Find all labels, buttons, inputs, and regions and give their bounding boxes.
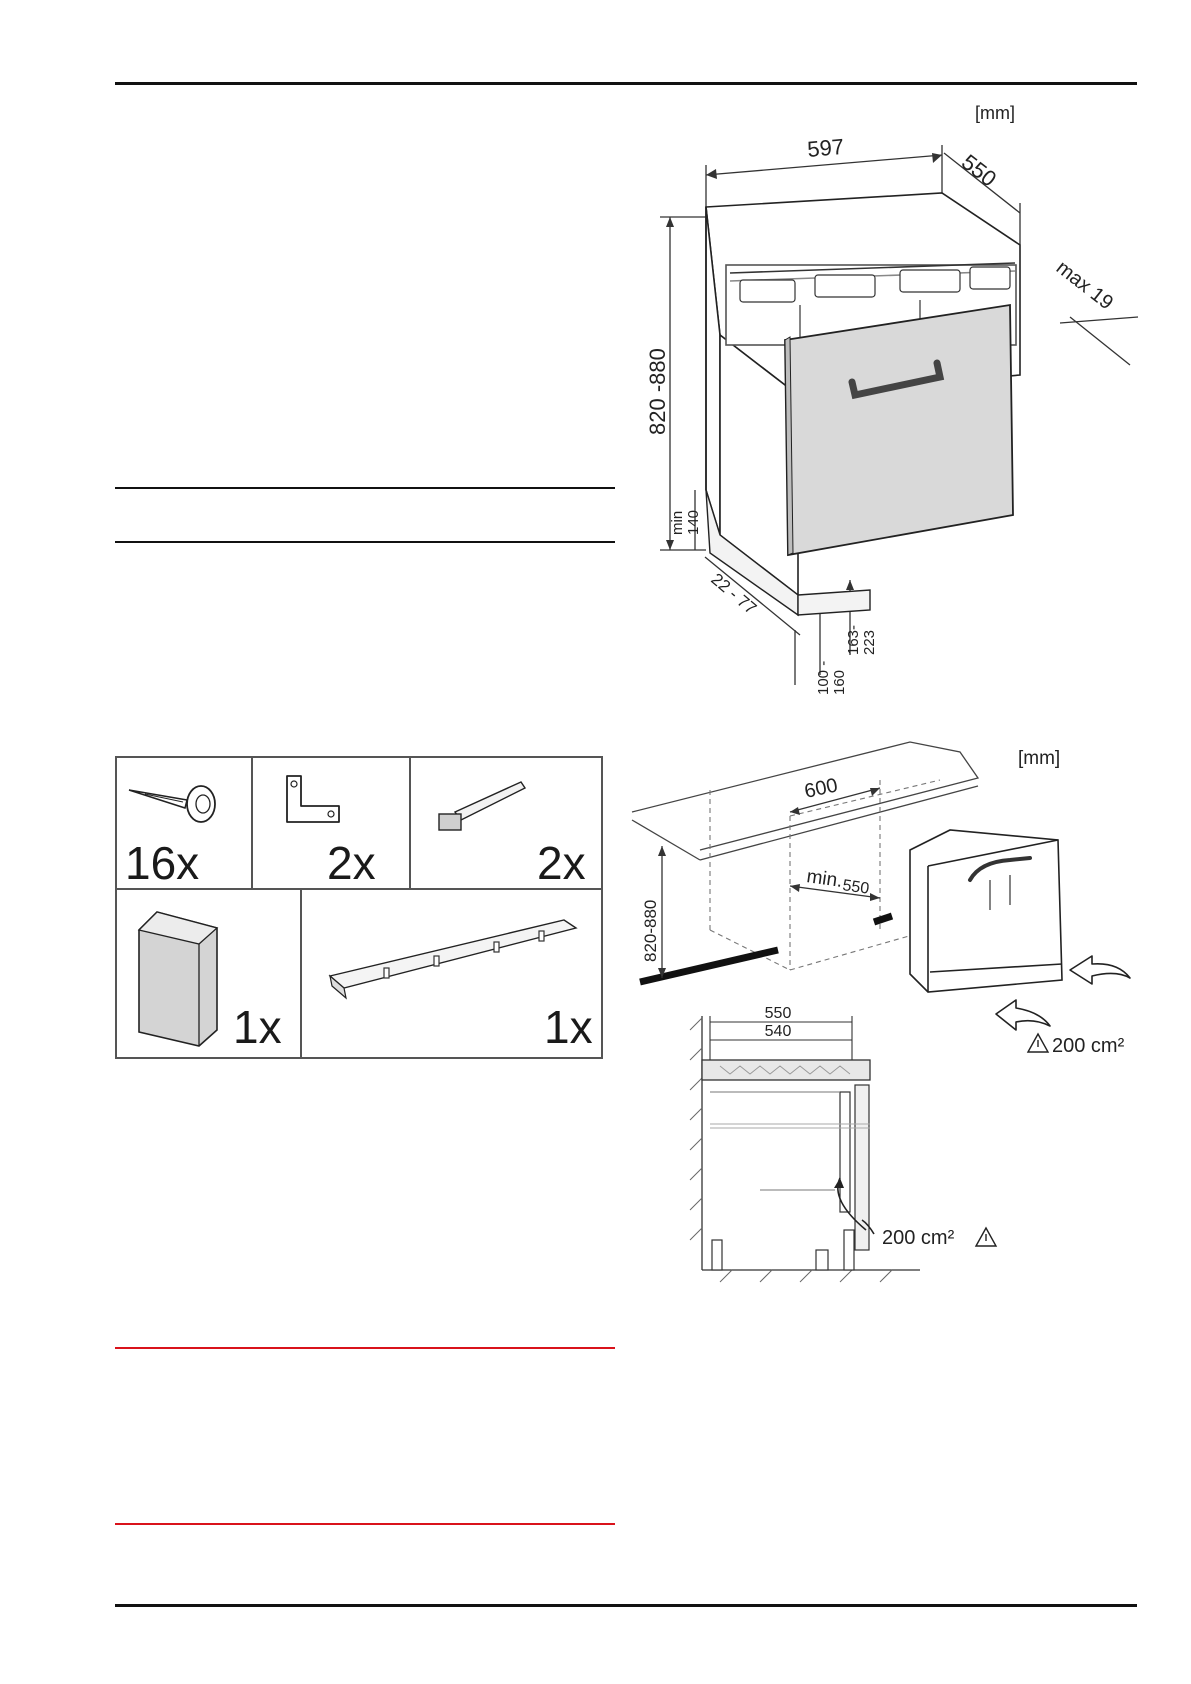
parts-qty-box: 1x — [233, 1001, 282, 1053]
section-rule-bottom — [115, 541, 615, 543]
height-dimension: 820 -880 — [645, 348, 670, 435]
box-icon — [137, 911, 219, 1047]
parts-cell-screws: 16x — [117, 758, 251, 888]
vent-area-bottom: 200 cm² — [882, 1227, 955, 1249]
parts-qty-brackets: 2x — [327, 837, 376, 889]
plinth-min-value: 140 — [685, 510, 702, 535]
vent-area-top: 200 cm² — [1052, 1035, 1125, 1057]
clip-icon — [438, 781, 527, 831]
unit-label-bottom: [mm] — [1018, 748, 1060, 769]
niche-depth-value: 550 — [841, 877, 870, 898]
parts-cell-clips: 2x — [411, 758, 603, 888]
wall-hatching — [689, 1017, 893, 1283]
toe-kick-a-line1: 100 - — [815, 661, 832, 695]
airflow-arrows-icon — [995, 955, 1131, 1031]
furniture-panel — [784, 303, 1014, 557]
parts-qty-screws: 16x — [125, 837, 200, 889]
section-rule-top — [115, 487, 615, 489]
toe-kick-b-line2: 223 — [861, 630, 878, 655]
footer-rule — [115, 1604, 1137, 1607]
unit-label: [mm] — [975, 103, 1015, 123]
niche-installation-figure: [mm] 600 min. 550 820-880 — [631, 741, 1131, 1283]
header-rule — [115, 82, 1137, 85]
width-dimension: 597 — [806, 134, 845, 162]
warning-icon-bottom — [974, 1226, 998, 1247]
appliance-dimension-figure: [mm] 597 550 820 -880 max 19 min — [645, 103, 1139, 695]
warning-rule-bottom — [115, 1523, 615, 1525]
trim-strip-icon — [328, 919, 578, 1000]
parts-qty-clips: 2x — [537, 837, 586, 889]
plinth-min-label: min — [669, 511, 686, 535]
toe-kick-b-line1: 163- — [845, 625, 862, 655]
angle-bracket-icon — [286, 775, 340, 823]
door-handle — [848, 359, 945, 400]
niche-height: 820-880 — [641, 900, 660, 962]
parts-cell-brackets: 2x — [253, 758, 409, 888]
panel-thickness-dimension: max 19 — [1052, 257, 1117, 315]
niche-width: 600 — [802, 774, 839, 802]
section-depth-inner: 540 — [765, 1023, 792, 1040]
niche-depth-prefix: min. — [805, 866, 843, 892]
parts-qty-trim: 1x — [544, 1001, 593, 1053]
screw-icon — [128, 785, 216, 823]
warning-rule-top — [115, 1347, 615, 1349]
toe-kick-a-line2: 160 — [831, 670, 848, 695]
parts-cell-trim: 1x — [302, 890, 603, 1059]
section-depth-outer: 550 — [765, 1005, 792, 1022]
warning-icon-top — [1026, 1032, 1050, 1053]
depth-dimension: 550 — [957, 149, 1001, 191]
supplied-parts-table: 16x 2x 2x 1x — [115, 756, 603, 1059]
parts-cell-box: 1x — [117, 890, 300, 1059]
